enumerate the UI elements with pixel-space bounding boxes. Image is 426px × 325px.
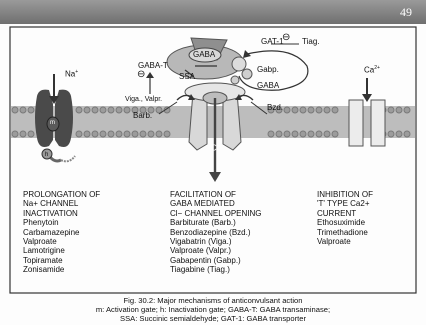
column-gaba-chloride: FACILITATION OF GABA MEDIATED Cl− CHANNE… [170, 190, 262, 275]
label-ssa: SSA [179, 73, 195, 81]
label-cl-ion: Cl− [211, 144, 221, 153]
drug-item: Ethosuximide [317, 218, 373, 227]
label-tiag: Tiag. [302, 38, 320, 46]
drug-item: Carbamazepine [23, 228, 100, 237]
inhibit-symbol-tiag: ⊖ [282, 33, 290, 43]
column-heading-line: Na+ CHANNEL [23, 199, 100, 208]
drug-item: Tiagabine (Tiag.) [170, 265, 262, 274]
drug-item: Valproate (Valpr.) [170, 246, 262, 255]
caption-line-1: Fig. 30.2: Major mechanisms of anticonvu… [0, 296, 426, 305]
column-ca-channel: INHIBITION OF 'T' TYPE Ca2+ CURRENT Etho… [317, 190, 373, 246]
page-number: 49 [400, 5, 412, 20]
drug-item: Lamotrigine [23, 246, 100, 255]
drug-item: Valproate [23, 237, 100, 246]
column-heading-line: 'T' TYPE Ca2+ [317, 199, 373, 208]
drug-item: Gabapentin (Gabp.) [170, 256, 262, 265]
label-ca-ion: Ca2+ [364, 66, 380, 75]
label-barb: Barb. [133, 112, 152, 120]
figure-caption: Fig. 30.2: Major mechanisms of anticonvu… [0, 296, 426, 323]
label-gate-h: h [45, 152, 48, 158]
label-bzd: Bzd. [267, 104, 283, 112]
label-gat1: GAT-1 [261, 38, 284, 46]
column-heading-line: PROLONGATION OF [23, 190, 100, 199]
sodium-channel [35, 74, 75, 161]
column-na-channel: PROLONGATION OF Na+ CHANNEL INACTIVATION… [23, 190, 100, 275]
drug-item: Valproate [317, 237, 373, 246]
column-heading-line: CURRENT [317, 209, 373, 218]
column-heading-line: GABA MEDIATED [170, 199, 262, 208]
label-gaba-free: GABA [257, 82, 279, 90]
caption-line-3: SSA: Succinic semialdehyde; GAT-1: GABA … [0, 314, 426, 323]
drug-item: Vigabatrin (Viga.) [170, 237, 262, 246]
slide-header-bar: 49 [0, 0, 426, 24]
drug-item: Trimethadione [317, 228, 373, 237]
drug-item: Phenytoin [23, 218, 100, 227]
label-gaba-vesicle: GABA [193, 51, 215, 59]
inhibit-symbol-gaba-t: ⊖ [137, 70, 145, 80]
mechanism-figure: GAT-1 ⊖ Tiag. GABA GABA-T ⊖ Gabp. SSA GA… [9, 26, 417, 294]
column-heading-line: INACTIVATION [23, 209, 100, 218]
column-heading-line: INHIBITION OF [317, 190, 373, 199]
drug-item: Zonisamide [23, 265, 100, 274]
drug-item: Benzodiazepine (Bzd.) [170, 228, 262, 237]
label-gate-m: m [50, 120, 55, 126]
label-viga-valpr: Viga., Valpr. [125, 96, 162, 103]
column-heading-line: FACILITATION OF [170, 190, 262, 199]
column-heading-line: Cl− CHANNEL OPENING [170, 209, 262, 218]
drug-item: Barbiturate (Barb.) [170, 218, 262, 227]
label-gabp: Gabp. [257, 66, 279, 74]
label-na-ion: Na+ [65, 70, 78, 79]
caption-line-2: m: Activation gate; h: Inactivation gate… [0, 305, 426, 314]
drug-item: Topiramate [23, 256, 100, 265]
